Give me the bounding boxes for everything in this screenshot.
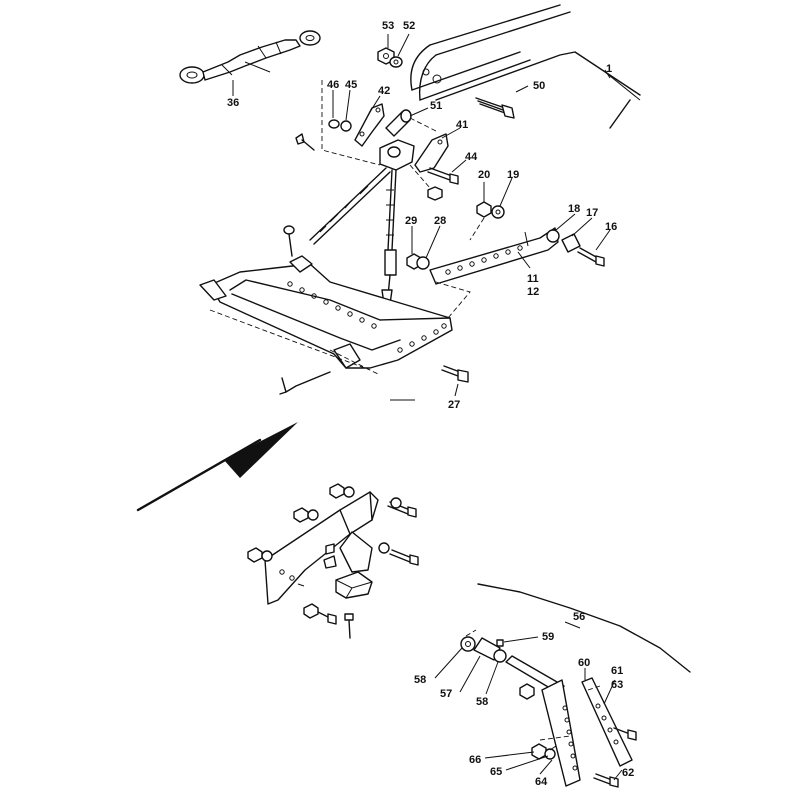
callout-51: 51 [430, 100, 442, 112]
bolt-64 [549, 745, 557, 751]
nut-66 [531, 743, 547, 760]
washer-58-left [460, 636, 476, 652]
pin-59 [496, 639, 504, 647]
leader-lines-bottom [434, 621, 623, 781]
bracket-hardware [247, 483, 419, 639]
stabilizer-bar [429, 227, 559, 285]
spacer-17 [561, 233, 581, 253]
bolt-44 [427, 167, 459, 185]
callout-52: 52 [403, 20, 415, 32]
callout-63: 63 [611, 679, 623, 691]
callout-29: 29 [405, 215, 417, 227]
callout-41: 41 [456, 119, 468, 131]
alignment-lines-bottom [465, 629, 601, 741]
drawbar-frame [199, 255, 453, 369]
alignment-lines [209, 80, 485, 376]
leader-lines [232, 33, 611, 397]
callout-19: 19 [507, 169, 519, 181]
washer-18 [546, 229, 560, 243]
callout-46: 46 [327, 79, 339, 91]
callout-56: 56 [573, 611, 585, 623]
callout-28: 28 [434, 215, 446, 227]
callout-20: 20 [478, 169, 490, 181]
callout-66: 66 [469, 754, 481, 766]
callout-57: 57 [440, 688, 452, 700]
strap-61 [581, 677, 633, 767]
washer-58-right [493, 649, 507, 663]
washer-52 [389, 56, 403, 68]
bolt-left-top [295, 133, 315, 151]
callout-1: 1 [606, 63, 612, 75]
lynch-pin [279, 371, 331, 395]
bracket-41 [414, 133, 449, 173]
nut-45 [340, 120, 352, 132]
nut-upper [519, 683, 535, 700]
callout-16: 16 [605, 221, 617, 233]
callout-62: 62 [622, 767, 634, 779]
callout-64: 64 [535, 776, 548, 788]
bolt-63 [613, 727, 637, 741]
drawbar-support [505, 655, 581, 787]
nut-center [427, 186, 443, 201]
callout-44: 44 [465, 151, 478, 163]
bolt-62 [593, 773, 619, 788]
callout-42: 42 [378, 85, 390, 97]
callout-45: 45 [345, 79, 357, 91]
callout-11: 11 [527, 273, 539, 285]
direction-arrow [136, 422, 298, 512]
callout-labels: 53 52 1 50 36 46 45 42 51 41 44 20 19 18… [227, 20, 634, 788]
hitch-bracket [264, 491, 379, 605]
washer-46 [328, 119, 340, 129]
bolt-27 [441, 365, 469, 383]
callout-18: 18 [568, 203, 580, 215]
washer-28 [416, 256, 430, 270]
tractor-outline [477, 583, 691, 673]
bracket-42 [354, 103, 385, 147]
callout-58-right: 58 [476, 696, 488, 708]
callout-36: 36 [227, 97, 239, 109]
washer-65 [544, 748, 556, 760]
callout-27: 27 [448, 399, 460, 411]
callout-60: 60 [578, 657, 590, 669]
pin-51 [385, 109, 412, 137]
bolt-chain-left [283, 225, 295, 257]
callout-53: 53 [382, 20, 394, 32]
bolt-16 [577, 247, 605, 267]
washer-19 [491, 205, 505, 219]
callout-50: 50 [533, 80, 545, 92]
callout-61: 61 [611, 665, 623, 677]
callout-59: 59 [542, 631, 554, 643]
callout-12: 12 [527, 286, 539, 298]
bolt-50 [475, 97, 515, 119]
top-link [179, 30, 321, 92]
callout-65: 65 [490, 766, 502, 778]
callout-58-left: 58 [414, 674, 426, 686]
callout-17: 17 [586, 207, 598, 219]
center-clevis [379, 139, 415, 171]
nut-20 [476, 201, 492, 218]
